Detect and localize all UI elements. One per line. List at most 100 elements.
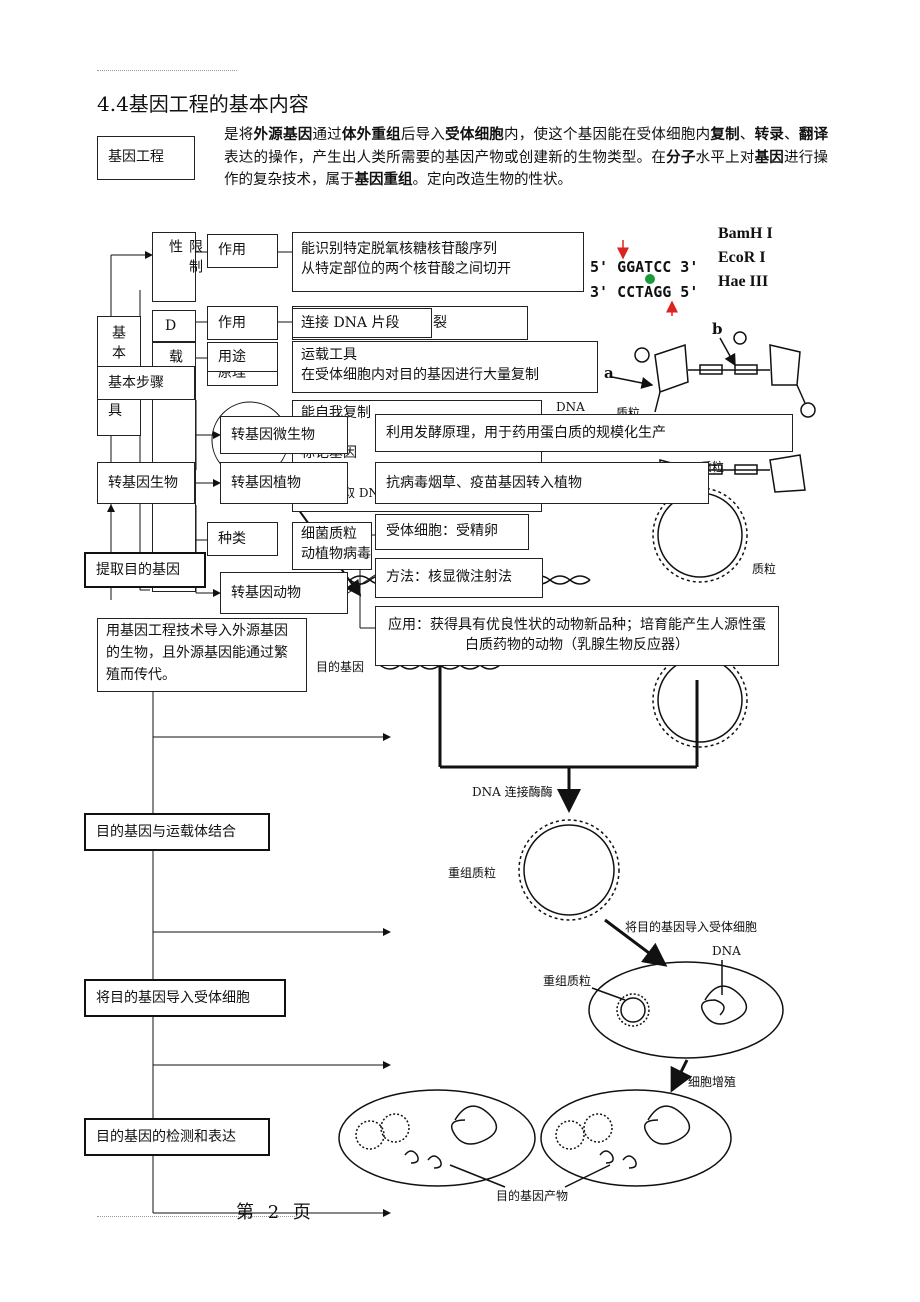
definition-segment: 通过 bbox=[312, 127, 342, 143]
definition-segment: 后导入 bbox=[400, 127, 446, 143]
sequence-bottom: 3' CCTAGG 5' bbox=[590, 283, 699, 301]
definition-segment: 。定向改造生物的性状。 bbox=[412, 172, 573, 188]
animal-receptor: 受体细胞：受精卵 bbox=[375, 514, 529, 550]
animal-method: 方法：核显微注射法 bbox=[375, 558, 543, 598]
label-ligase: DNA 连接酶酶 bbox=[472, 785, 553, 799]
use-desc-line-1: 运载工具 bbox=[301, 347, 357, 363]
label-proliferation: 细胞增殖 bbox=[688, 1075, 737, 1089]
definition-segment: 体外重组 bbox=[341, 126, 401, 143]
definition-segment: 表达的操作，产生出人类所需要的基因产物或创建新的生物类型。在 bbox=[224, 149, 667, 166]
ligase-label-text: D bbox=[165, 318, 177, 334]
enzyme-1: BamH I bbox=[718, 225, 773, 242]
role-2-desc-text: 连接 DNA 片段 bbox=[301, 315, 400, 331]
definition-segment: 水平上对 bbox=[695, 149, 755, 166]
label-plasmid: 质粒 bbox=[752, 562, 777, 576]
hidden-dna-label: DNA bbox=[556, 400, 585, 414]
ligase-label: D bbox=[152, 310, 196, 342]
animal-box: 转基因动物 bbox=[220, 572, 348, 614]
definition-label-text: 基因工程 bbox=[108, 149, 164, 165]
basic-tools-text: 基本 bbox=[110, 325, 126, 365]
label-dna: DNA bbox=[712, 944, 741, 958]
detect-step: 目的基因的检测和表达 bbox=[84, 1118, 270, 1156]
tools-label-tail: 具 bbox=[108, 403, 122, 419]
detect-step-text: 目的基因的检测和表达 bbox=[96, 1129, 236, 1145]
footer-rule bbox=[97, 1216, 297, 1217]
transgenic-definition: 用基因工程技术导入外源基因的生物，且外源基因能通过繁殖而传代。 bbox=[97, 618, 307, 692]
restriction-enzyme-label: 限制性 bbox=[152, 232, 203, 302]
kinds-line-2: 动植物病毒 bbox=[301, 546, 371, 562]
label-a: a bbox=[604, 364, 614, 382]
extract-step-text: 提取目的基因 bbox=[96, 562, 180, 578]
label-recombinant: 重组质粒 bbox=[448, 866, 497, 880]
role-1-text: 作用 bbox=[218, 242, 246, 258]
definition-segment: 内，使这个基因能在受体细胞内 bbox=[504, 127, 711, 143]
role-2-label: 作用 bbox=[207, 306, 278, 340]
basic-steps-text: 基本步骤 bbox=[108, 375, 164, 391]
extract-step: 提取目的基因 bbox=[84, 552, 206, 588]
page-number: 第 2 页 bbox=[236, 1202, 315, 1223]
plant-text: 转基因植物 bbox=[231, 475, 301, 491]
definition-text: 是将外源基因通过体外重组后导入受体细胞内，使这个基因能在受体细胞内复制、转录、翻… bbox=[224, 124, 828, 192]
plant-desc: 抗病毒烟草、疫苗基因转入植物 bbox=[375, 462, 709, 504]
animal-use: 应用：获得具有优良性状的动物新品种；培育能产生人源性蛋白质药物的动物（乳腺生物反… bbox=[375, 606, 779, 666]
label-introduce: 将目的基因导入受体细胞 bbox=[625, 920, 758, 934]
role-2-hidden-text: 裂 bbox=[433, 315, 447, 331]
kinds-label: 种类 bbox=[207, 522, 278, 556]
label-recombinant-2: 重组质粒 bbox=[543, 974, 592, 988]
definition-segment: 受体细胞 bbox=[445, 126, 505, 143]
page-title: 4.4基因工程的基本内容 bbox=[97, 92, 309, 116]
definition-segment: 转录 bbox=[754, 126, 785, 143]
animal-use-text: 应用：获得具有优良性状的动物新品种；培育能产生人源性蛋白质药物的动物（乳腺生物反… bbox=[388, 617, 766, 653]
combine-step: 目的基因与运载体结合 bbox=[84, 813, 270, 851]
introduce-step: 将目的基因导入受体细胞 bbox=[84, 979, 286, 1017]
role-1-desc-line-1: 能识别特定脱氧核糖核苷酸序列 bbox=[301, 241, 497, 257]
definition-segment: 复制 bbox=[710, 126, 740, 143]
vector-label-text: 载 bbox=[167, 349, 183, 369]
use-label: 用途 bbox=[207, 342, 278, 372]
top-rule bbox=[97, 70, 237, 71]
combine-step-text: 目的基因与运载体结合 bbox=[96, 824, 236, 840]
use-desc-line-2: 在受体细胞内对目的基因进行大量复制 bbox=[301, 367, 539, 383]
label-product: 目的基因产物 bbox=[496, 1189, 569, 1203]
microbe-box: 转基因微生物 bbox=[220, 416, 348, 454]
plant-desc-text: 抗病毒烟草、疫苗基因转入植物 bbox=[386, 475, 582, 491]
role-1-desc-line-2: 从特定部位的两个核苷酸之间切开 bbox=[301, 261, 511, 277]
sequence-top: 5' GGATCC 3' bbox=[590, 258, 699, 276]
enzyme-list: BamH I EcoR I Hae III bbox=[718, 222, 773, 294]
plant-box: 转基因植物 bbox=[220, 462, 348, 504]
kinds-label-text: 种类 bbox=[218, 531, 246, 547]
kinds-line-1: 细菌质粒 bbox=[301, 526, 357, 542]
enzyme-2: EcoR I bbox=[718, 249, 766, 266]
transgenic-label: 转基因生物 bbox=[97, 462, 195, 504]
microbe-desc: 利用发酵原理，用于药用蛋白质的规模化生产 bbox=[375, 414, 793, 452]
definition-segment: 进行操作的复杂技术，属于 bbox=[224, 149, 829, 189]
use-desc: 运载工具 在受体细胞内对目的基因进行大量复制 bbox=[292, 341, 598, 393]
animal-method-text: 方法：核显微注射法 bbox=[386, 569, 512, 585]
label-target-gene: 目的基因 bbox=[316, 660, 365, 674]
animal-receptor-text: 受体细胞：受精卵 bbox=[386, 523, 498, 539]
role-1-desc: 能识别特定脱氧核糖核苷酸序列 从特定部位的两个核苷酸之间切开 bbox=[292, 232, 584, 292]
animal-text: 转基因动物 bbox=[231, 585, 301, 601]
definition-segment: 基因重组 bbox=[354, 171, 413, 188]
restriction-enzyme-text: 限制性 bbox=[167, 239, 203, 279]
kinds-desc: 细菌质粒 动植物病毒 bbox=[292, 522, 372, 570]
definition-segment: 基因 bbox=[754, 148, 785, 166]
transgenic-label-text: 转基因生物 bbox=[108, 475, 178, 491]
definition-segment: 分子 bbox=[666, 148, 696, 166]
role-1-label: 作用 bbox=[207, 234, 278, 268]
definition-segment: 外源基因 bbox=[253, 126, 313, 143]
role-2-desc: 连接 DNA 片段 bbox=[292, 308, 432, 338]
basic-steps-box: 基本步骤 bbox=[97, 366, 195, 400]
definition-label: 基因工程 bbox=[97, 136, 195, 180]
enzyme-3: Hae III bbox=[718, 273, 769, 290]
definition-segment: 、 bbox=[784, 127, 799, 143]
microbe-desc-text: 利用发酵原理，用于药用蛋白质的规模化生产 bbox=[386, 425, 666, 441]
introduce-step-text: 将目的基因导入受体细胞 bbox=[96, 990, 250, 1006]
role-2-text: 作用 bbox=[218, 315, 246, 331]
microbe-text: 转基因微生物 bbox=[231, 427, 315, 443]
label-b: b bbox=[712, 320, 723, 338]
definition-segment: 是将 bbox=[224, 127, 254, 143]
use-label-text: 用途 bbox=[218, 349, 246, 365]
definition-segment: 翻译 bbox=[798, 126, 829, 143]
transgenic-definition-text: 用基因工程技术导入外源基因的生物，且外源基因能通过繁殖而传代。 bbox=[106, 623, 288, 683]
